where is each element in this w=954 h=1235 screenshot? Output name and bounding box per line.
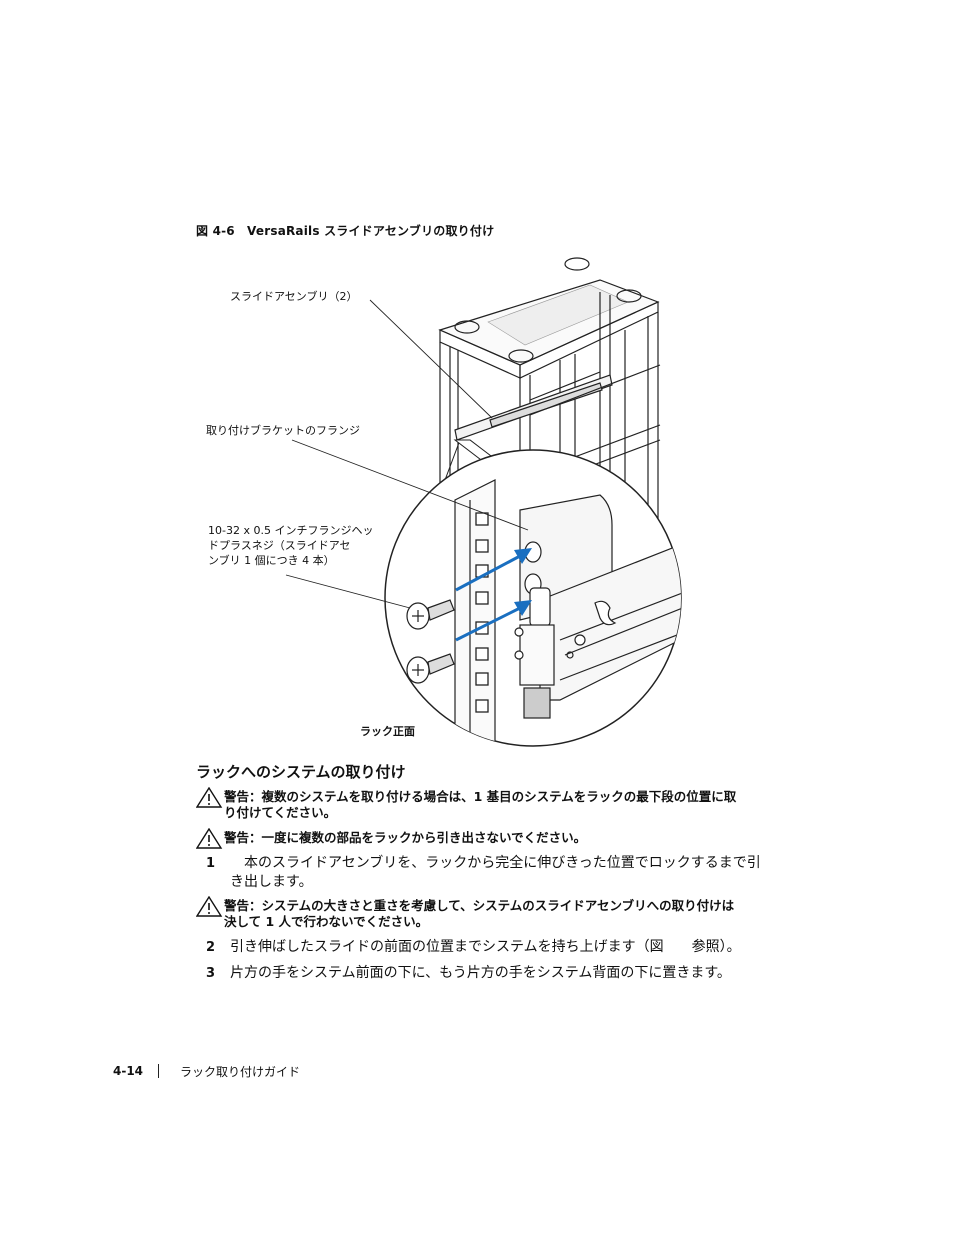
blue-arrow-icon	[455, 548, 532, 592]
warning-triangle-icon	[196, 787, 223, 808]
rack-illustration	[285, 257, 682, 747]
warning-block: 警告：システムの大きさと重さを考慮して、システムのスライドアセンブリへの取り付け…	[196, 896, 816, 930]
callout-rack-front: ラック正面	[360, 725, 415, 738]
step-number: 3	[206, 966, 216, 981]
warning-text: 警告：一度に複数の部品をラックから引き出さないでください。	[224, 830, 586, 846]
warning-line: 決して 1 人で行わないでください。	[224, 914, 429, 929]
footer-divider	[158, 1064, 159, 1078]
warning-line: 警告：一度に複数の部品をラックから引き出さないでください。	[224, 830, 587, 845]
page-number: 4-14	[113, 1064, 144, 1078]
warning-triangle-icon	[196, 828, 223, 849]
screw-icon	[406, 599, 455, 630]
warning-line: 警告：複数のシステムを取り付ける場合は、1 基目のシステムをラックの最下段の位置…	[224, 789, 737, 804]
step-text: 本のスライドアセンブリを、ラックから完全に伸びきった位置でロックするまで引 き出…	[230, 854, 761, 892]
callout-screws-line: ドプラスネジ（スライドアセ	[208, 539, 351, 552]
callout-bracket-flange: 取り付けブラケットのフランジ	[206, 424, 360, 437]
figure-caption: 図 4-6 VersaRails スライドアセンブリの取り付け	[196, 224, 495, 238]
footer-title: ラック取り付けガイド	[180, 1065, 301, 1079]
step-text: 片方の手をシステム前面の下に、もう片方の手をシステム背面の下に置きます。	[230, 965, 731, 981]
warning-triangle-icon	[196, 896, 223, 917]
warning-text: 警告：複数のシステムを取り付ける場合は、1 基目のシステムをラックの最下段の位置…	[224, 789, 736, 821]
step-item: 1 本のスライドアセンブリを、ラックから完全に伸びきった位置でロックするまで引 …	[206, 854, 806, 892]
callout-screws: 10-32 x 0.5 インチフランジヘッ ドプラスネジ（スライドアセ ンブリ …	[208, 523, 373, 568]
warning-block: 警告：一度に複数の部品をラックから引き出さないでください。	[196, 828, 816, 850]
callout-screws-line: ンブリ 1 個につき 4 本）	[208, 554, 335, 567]
warning-text: 警告：システムの大きさと重さを考慮して、システムのスライドアセンブリへの取り付け…	[224, 898, 734, 930]
blue-arrow-icon	[455, 600, 532, 642]
warning-line: 警告：システムの大きさと重さを考慮して、システムのスライドアセンブリへの取り付け…	[224, 898, 735, 913]
step-line: き出します。	[230, 874, 313, 890]
warning-line: り付けてください。	[224, 805, 337, 820]
step-number: 2	[206, 940, 216, 955]
step-text: 引き伸ばしたスライドの前面の位置までシステムを持ち上げます（図 参照）。	[230, 939, 741, 955]
callout-leader-lines	[285, 299, 529, 609]
step-line: 本のスライドアセンブリを、ラックから完全に伸びきった位置でロックするまで引	[230, 855, 761, 871]
section-heading: ラックへのシステムの取り付け	[196, 763, 406, 781]
screw-icon	[406, 653, 455, 684]
step-item: 2 引き伸ばしたスライドの前面の位置までシステムを持ち上げます（図 参照）。	[206, 938, 806, 957]
callout-screws-line: 10-32 x 0.5 インチフランジヘッ	[208, 524, 374, 537]
warning-block: 警告：複数のシステムを取り付ける場合は、1 基目のシステムをラックの最下段の位置…	[196, 787, 816, 821]
step-number: 1	[206, 856, 216, 871]
callout-slide-assembly: スライドアセンブリ（2）	[230, 290, 358, 303]
detail-magnifier	[384, 449, 682, 747]
step-item: 3 片方の手をシステム前面の下に、もう片方の手をシステム背面の下に置きます。	[206, 964, 806, 983]
